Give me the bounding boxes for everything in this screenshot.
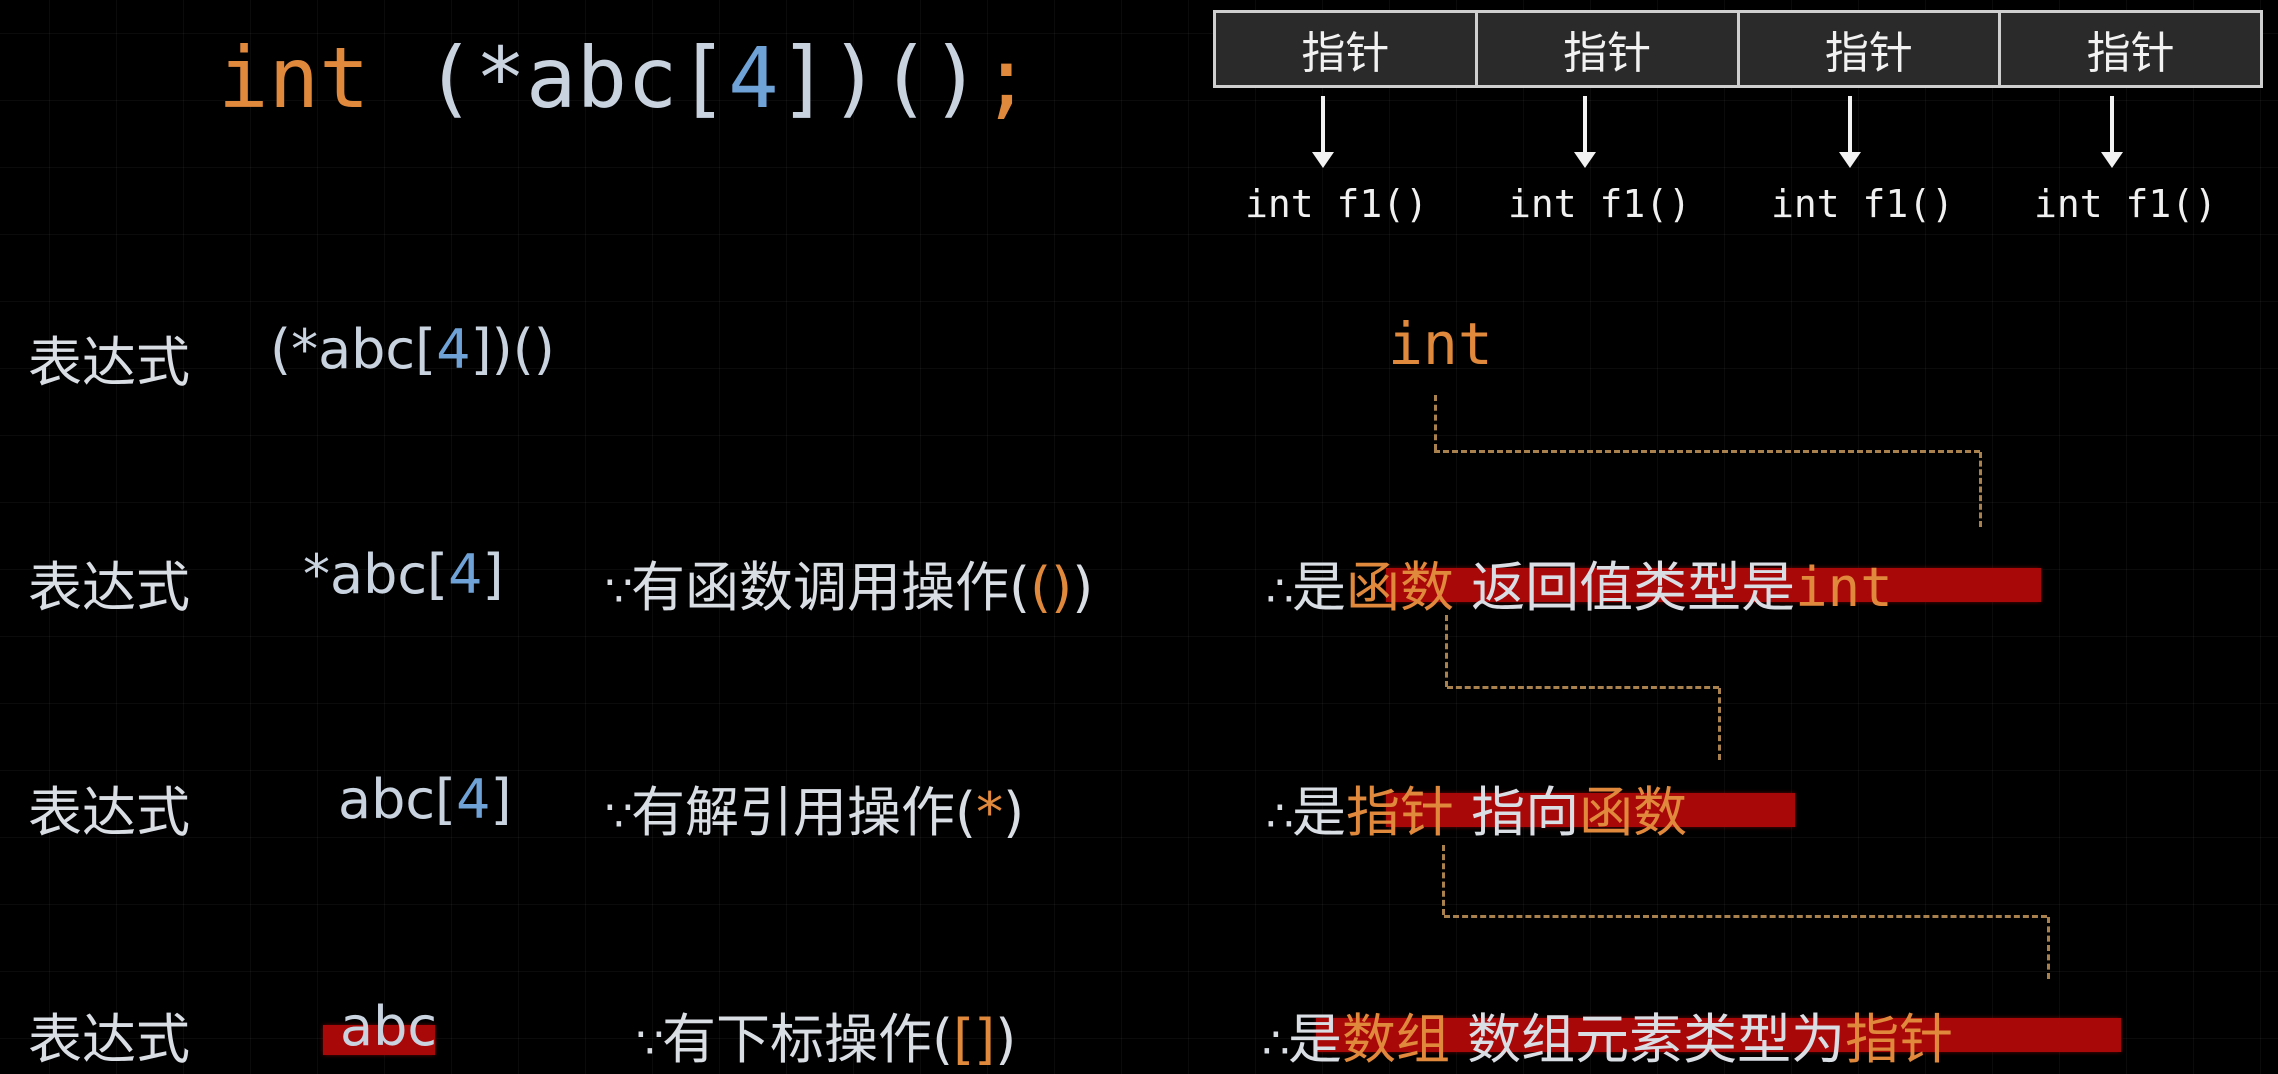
function-target: int f1() — [2034, 182, 2218, 226]
result: ∴是指针 指向函数 — [1266, 781, 1688, 844]
reason: ∵有函数调用操作(()) — [605, 556, 1094, 619]
declaration-code: int(*abc[4])(); — [218, 29, 1032, 127]
pointer-array-table: 指针 指针 指针 指针 — [1213, 10, 2263, 88]
arrow-down-icon — [2101, 96, 2123, 168]
pointer-cell: 指针 — [1216, 13, 1478, 85]
pointer-cell: 指针 — [2086, 28, 2175, 79]
connector-line — [1442, 845, 1445, 915]
arrow-down-icon — [1312, 96, 1334, 168]
therefore-symbol: ∴ — [1266, 791, 1294, 842]
expression: (*abc[4])() — [270, 318, 555, 381]
because-symbol: ∵ — [605, 566, 633, 617]
expression: abc[4] — [338, 768, 512, 831]
connector-line — [1718, 688, 1721, 760]
result: ∴是函数 返回值类型是int — [1266, 556, 1893, 619]
highlight-bar — [1386, 568, 2041, 602]
function-target: int f1() — [1771, 182, 1955, 226]
because-symbol: ∵ — [605, 791, 633, 842]
because-symbol: ∵ — [636, 1018, 664, 1069]
arrow-down-icon — [1839, 96, 1861, 168]
function-target: int f1() — [1245, 182, 1429, 226]
pointer-cell: 指针 — [1478, 13, 1740, 85]
expression: *abc[4] — [303, 543, 504, 606]
function-target: int f1() — [1508, 182, 1692, 226]
reason: ∵有下标操作([]) — [636, 1008, 1017, 1071]
therefore-symbol: ∴ — [1262, 1018, 1290, 1069]
array-size: 4 — [728, 29, 779, 127]
connector-line — [1444, 915, 2047, 918]
highlight-bar — [1386, 793, 1795, 827]
highlight-bar — [1316, 1018, 2121, 1052]
connector-line — [1434, 450, 1980, 453]
connector-line — [2047, 917, 2050, 979]
connector-line — [1445, 615, 1448, 687]
arrow-down-icon — [1574, 96, 1596, 168]
row-label: 表达式 — [28, 331, 190, 394]
therefore-symbol: ∴ — [1266, 566, 1294, 617]
expression: abc — [340, 995, 438, 1058]
result: ∴是数组 数组元素类型为指针 — [1262, 1008, 1954, 1071]
row-label: 表达式 — [28, 781, 190, 844]
connector-line — [1434, 395, 1437, 450]
type-keyword: int — [218, 29, 370, 127]
pointer-cell: 指针 — [1740, 13, 2002, 85]
reason: ∵有解引用操作(*) — [605, 781, 1025, 844]
row-label: 表达式 — [28, 1008, 190, 1071]
highlight-bar — [323, 1025, 435, 1055]
connector-line — [1979, 452, 1982, 527]
identifier: abc — [525, 29, 678, 127]
connector-line — [1447, 686, 1719, 689]
row-label: 表达式 — [28, 556, 190, 619]
top-result-type: int — [1388, 310, 1493, 378]
